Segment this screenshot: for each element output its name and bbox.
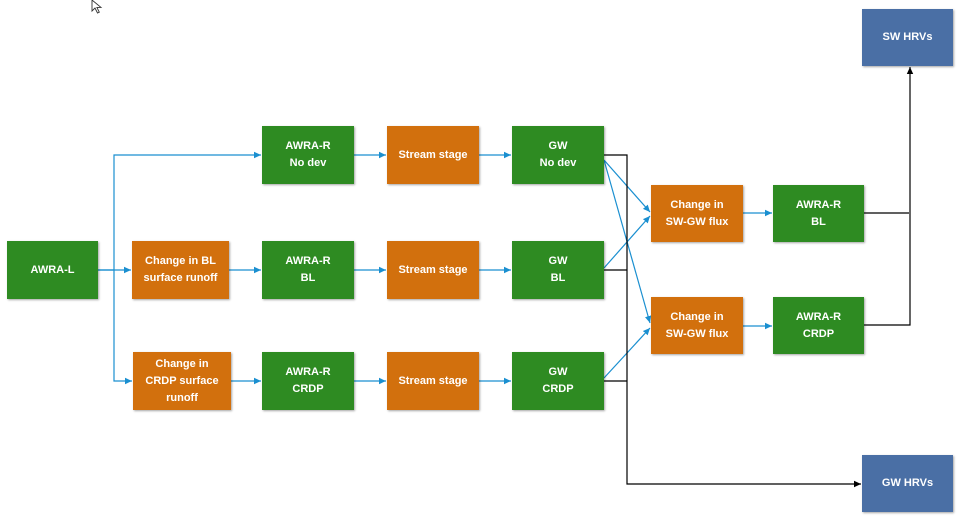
node-label: AWRA-L xyxy=(30,263,75,276)
node-awra-l: AWRA-L xyxy=(7,241,98,299)
line-awra-r-crdp-to-sw-hrvs xyxy=(864,67,914,326)
line-gw-nodev-to-gw-hrvs xyxy=(604,154,861,488)
node-label: SW-GW flux xyxy=(665,215,729,228)
node-label: CRDP xyxy=(292,383,324,395)
node-label: GW xyxy=(548,255,568,267)
node-label: No dev xyxy=(289,157,327,169)
node-label: Change in xyxy=(670,310,724,323)
node-label: BL xyxy=(300,272,316,284)
node-label: AWRA-R xyxy=(285,366,331,378)
node-label: Change in xyxy=(155,357,209,370)
node-gw-crdp: GW CRDP xyxy=(512,352,604,410)
node-gw-nodev: GW No dev xyxy=(512,126,604,184)
node-label: GW xyxy=(548,366,568,378)
arrow-awra-l-to-change-crdp-runoff xyxy=(113,270,132,385)
node-label: CRDP surface xyxy=(145,374,219,387)
node-label: BL xyxy=(550,272,566,284)
node-label: AWRA-R xyxy=(285,255,331,267)
node-label: Stream stage xyxy=(398,148,468,161)
node-awra-r-bl-output: AWRA-R BL xyxy=(773,185,864,242)
node-label: No dev xyxy=(539,157,577,169)
node-stream-stage-1: Stream stage xyxy=(387,126,479,184)
node-change-swgw-flux-1: Change in SW-GW flux xyxy=(651,185,743,242)
node-sw-hrvs: SW HRVs xyxy=(862,9,953,66)
node-gw-hrvs: GW HRVs xyxy=(862,455,953,512)
node-label: GW xyxy=(548,140,568,152)
node-label: Change in BL xyxy=(145,255,216,267)
node-label: Stream stage xyxy=(398,263,468,276)
mouse-pointer-icon xyxy=(91,0,103,14)
node-label: surface runoff xyxy=(143,272,218,284)
node-label: AWRA-R xyxy=(795,198,842,211)
node-gw-bl: GW BL xyxy=(512,241,604,299)
node-label: BL xyxy=(811,215,826,228)
node-awra-r-nodev: AWRA-R No dev xyxy=(262,126,354,184)
node-awra-r-bl: AWRA-R BL xyxy=(262,241,354,299)
node-label: SW-GW flux xyxy=(665,327,729,340)
node-awra-r-crdp-output: AWRA-R CRDP xyxy=(773,297,864,354)
node-label: GW HRVs xyxy=(881,477,934,489)
node-change-swgw-flux-2: Change in SW-GW flux xyxy=(651,297,743,354)
node-change-bl-runoff: Change in BL surface runoff xyxy=(132,241,229,299)
node-label: AWRA-R xyxy=(285,140,331,152)
node-label: Change in xyxy=(670,198,724,211)
node-stream-stage-2: Stream stage xyxy=(387,241,479,299)
node-label: CRDP xyxy=(802,327,835,340)
node-label: SW HRVs xyxy=(882,31,933,43)
node-label: runoff xyxy=(166,391,198,404)
node-stream-stage-3: Stream stage xyxy=(387,352,479,410)
node-change-crdp-runoff: Change in CRDP surface runoff xyxy=(133,352,231,410)
node-label: Stream stage xyxy=(398,374,468,387)
node-label: AWRA-R xyxy=(795,310,842,323)
node-label: CRDP xyxy=(542,383,574,395)
node-awra-r-crdp: AWRA-R CRDP xyxy=(262,352,354,410)
